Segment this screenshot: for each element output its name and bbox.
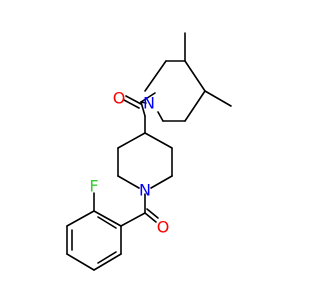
bond: [184, 60, 206, 92]
bond: [144, 60, 167, 92]
bond: [117, 132, 146, 149]
oxygen-label: O: [157, 218, 170, 237]
bond: [146, 208, 159, 219]
bond: [117, 175, 140, 189]
oxygen-label: O: [113, 89, 126, 108]
bond: [140, 92, 156, 103]
bond: [123, 99, 140, 109]
bond: [97, 251, 117, 264]
nitrogen-label: N: [139, 181, 151, 200]
bond: [144, 132, 173, 149]
atom-labels: O N N O F: [89, 89, 169, 237]
bond: [144, 212, 157, 223]
bond: [184, 90, 206, 122]
bonds: [66, 32, 232, 271]
nitrogen-label: N: [143, 94, 155, 113]
bond: [93, 210, 122, 227]
bond: [66, 210, 95, 227]
molecule-structure-canvas: O N N O F: [66, 32, 232, 271]
molecule-structure: O N N O F: [66, 32, 232, 271]
bond: [150, 175, 173, 189]
bond: [93, 253, 122, 271]
fluorine-label: F: [89, 177, 98, 196]
bond: [125, 95, 142, 105]
bond: [157, 111, 164, 122]
bond: [66, 253, 95, 271]
bond: [120, 212, 146, 227]
bond: [97, 216, 117, 229]
bond: [204, 90, 232, 107]
